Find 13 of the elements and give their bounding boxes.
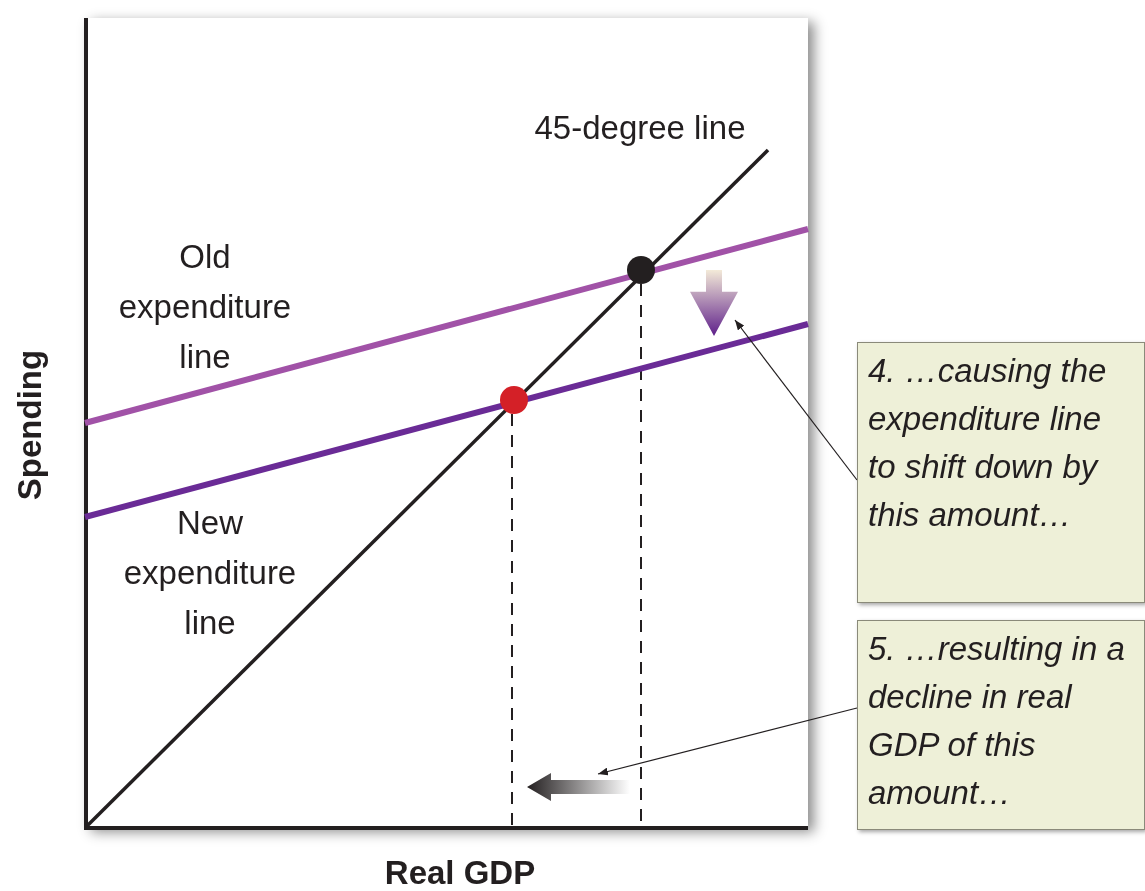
callout-text: 4. …causing the expenditure line to shift down by this amount… (868, 352, 1107, 533)
callout-box (857, 342, 1145, 603)
line-label: 45-degree line (533, 108, 747, 148)
axis-title: Spending (10, 348, 49, 503)
leader-line (734, 319, 858, 481)
callout-text: 5. …resulting in a decline in real GDP of this amount… (868, 630, 1125, 811)
line-label: New expenditure line (122, 503, 298, 643)
callout-box (857, 620, 1145, 830)
shift-arrow (690, 270, 738, 336)
axis-title: Real GDP (383, 853, 537, 891)
leader-line (597, 707, 858, 776)
shift-arrow (527, 773, 630, 801)
line-label: Old expenditure line (117, 237, 293, 377)
